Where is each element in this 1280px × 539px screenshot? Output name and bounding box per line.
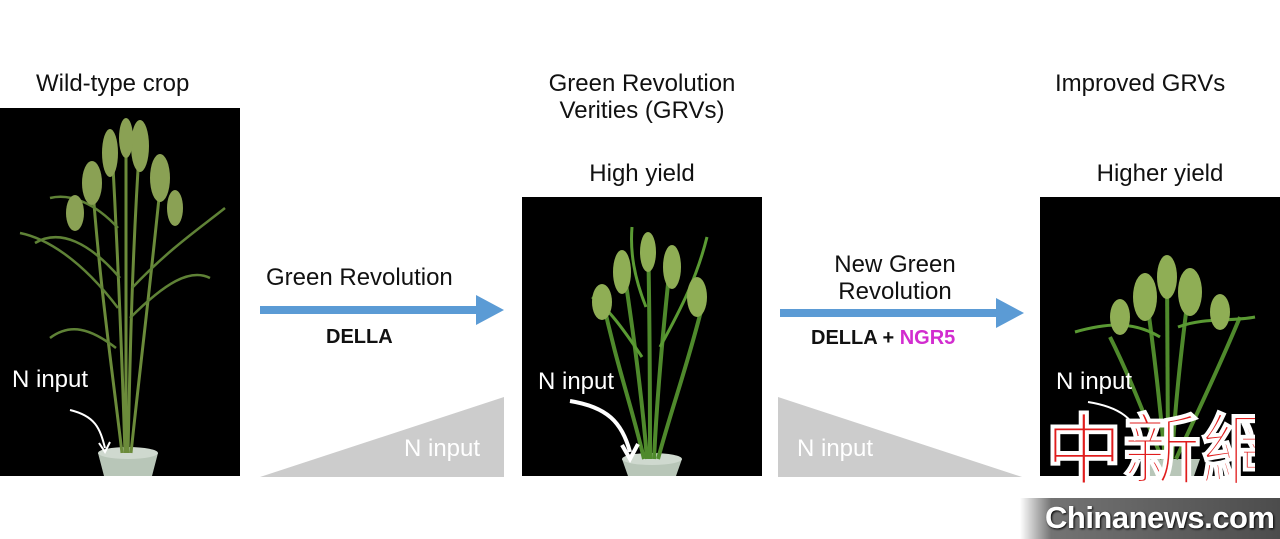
watermark-site-text: Chinanews.com — [1045, 500, 1275, 535]
grv-plant-illustration — [569, 226, 709, 476]
transition2-label-line2: Revolution — [838, 278, 952, 305]
transition2-plus: + — [882, 327, 895, 349]
improved-n-input-label: N input — [1056, 368, 1133, 395]
transition1-n-input-wedge — [260, 397, 504, 477]
wild-type-title: Wild-type crop — [36, 70, 190, 97]
wild-type-n-input-label: N input — [12, 366, 89, 393]
grv-plant-photo: N input — [522, 197, 762, 476]
transition2-label: New Green Revolution — [780, 251, 1010, 305]
watermark-bar — [1020, 498, 1280, 539]
transition2-wedge-label: N input — [797, 435, 874, 462]
transition1-wedge-label: N input — [404, 435, 481, 462]
improved-title: Improved GRVs — [1055, 70, 1226, 97]
improved-plant-illustration — [1074, 255, 1256, 476]
transition2-gene-ngr5: NGR5 — [899, 327, 956, 349]
transition1-arrow — [260, 295, 504, 325]
svg-text:中新網: 中新網 — [1045, 406, 1255, 490]
transition1-label: Green Revolution — [266, 264, 453, 291]
improved-yield: Higher yield — [1096, 160, 1224, 187]
transition2-n-input-wedge — [778, 397, 1022, 477]
wild-type-plant-illustration — [19, 118, 226, 476]
transition2-gene-della: DELLA — [811, 327, 877, 349]
improved-plant-photo: N input — [1040, 197, 1280, 476]
chinanews-logo-icon: 中新網 — [1045, 405, 1255, 490]
grv-title: Green Revolution Verities (GRVs) — [522, 70, 762, 124]
grv-title-line1: Green Revolution — [548, 70, 736, 97]
transition2-label-line1: New Green — [834, 251, 956, 278]
wild-type-plant-photo: N input — [0, 108, 240, 476]
transition1-gene: DELLA — [326, 326, 393, 348]
grv-yield: High yield — [589, 160, 695, 187]
transition2-genes: DELLA + NGR5 — [811, 325, 955, 352]
grv-n-input-label: N input — [538, 368, 615, 395]
transition2-arrow — [780, 298, 1024, 328]
grv-title-line2: Verities (GRVs) — [559, 97, 725, 124]
